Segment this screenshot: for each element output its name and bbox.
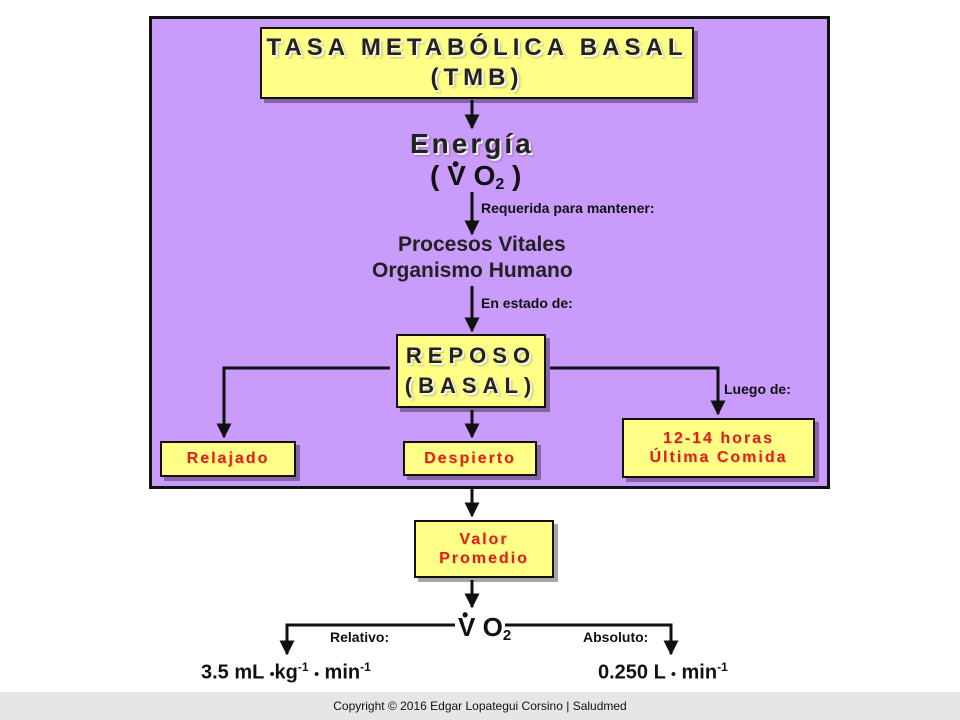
relajado-label: Relajado	[186, 450, 270, 468]
bottom-vo2: • V O2	[458, 605, 512, 644]
valor-box: Valor Promedio	[414, 520, 554, 578]
valor-line1: Valor	[459, 530, 509, 548]
energy-vo2-v-letter: V	[447, 160, 466, 191]
relative-value: 3.5 mL •kg-1 • min-1	[201, 660, 371, 685]
energy-vo2: ( • V O2 )	[430, 154, 522, 194]
relajado-box: Relajado	[160, 441, 296, 477]
vo2-dot-icon: •	[452, 154, 460, 176]
copyright-bar: Copyright © 2016 Edgar Lopategui Corsino…	[0, 692, 960, 720]
relativo-label: Relativo:	[330, 629, 390, 645]
energy-vo2-v: • V	[447, 154, 473, 191]
energy-vo2-o: O	[473, 160, 496, 191]
absoluto-label: Absoluto:	[583, 629, 649, 645]
despierto-label: Despierto	[424, 449, 516, 467]
requerida-label: Requerida para mantener:	[481, 200, 655, 216]
reposo-box: REPOSO (BASAL)	[396, 334, 546, 408]
title-line1: TASA METABÓLICA BASAL	[266, 34, 688, 61]
energy-vo2-sub: 2	[495, 176, 505, 193]
energy-vo2-close: )	[512, 160, 522, 191]
title-box: TASA METABÓLICA BASAL (TMB)	[260, 27, 694, 99]
en-estado-label: En estado de:	[481, 295, 573, 311]
relative-unit3: min	[324, 661, 361, 684]
multiply-dot-icon: •	[671, 665, 676, 682]
reposo-line2: (BASAL)	[404, 373, 538, 398]
relative-exp2: -1	[360, 660, 371, 674]
absolute-value: 0.250 L • min-1	[598, 660, 728, 685]
reposo-line1: REPOSO	[405, 343, 537, 368]
horas-line2: Última Comida	[649, 449, 788, 466]
arrow-vo2-to-absolute	[505, 623, 679, 656]
multiply-dot-icon: •	[314, 665, 319, 682]
bottom-vo2-v: • V	[458, 605, 483, 642]
despierto-box: Despierto	[403, 441, 537, 476]
relative-unit1: mL	[234, 661, 265, 684]
luego-label: Luego de:	[724, 381, 791, 397]
title-line2: (TMB)	[430, 64, 524, 91]
horas-box: 12-14 horas Última Comida	[622, 418, 815, 478]
multiply-dot-icon: •	[269, 665, 275, 682]
valor-line2: Promedio	[439, 550, 529, 567]
copyright-text: Copyright © 2016 Edgar Lopategui Corsino…	[333, 699, 627, 713]
relative-number: 3.5	[201, 661, 229, 684]
absolute-unit1: L	[653, 661, 666, 684]
absolute-number: 0.250	[598, 661, 649, 684]
energy-label: Energía	[410, 128, 534, 159]
vo2-dot-icon: •	[462, 605, 469, 625]
energy-vo2-open: (	[430, 160, 440, 191]
absolute-exp1: -1	[717, 660, 728, 674]
procesos-line1: Procesos Vitales	[398, 233, 566, 256]
bottom-vo2-sub: 2	[502, 627, 512, 644]
arrow-reposo-to-horas	[550, 366, 726, 416]
relative-exp1: -1	[297, 660, 309, 674]
absolute-unit2: min	[681, 661, 718, 684]
arrow-reposo-to-relajado	[216, 366, 390, 439]
relative-unit2: kg	[274, 661, 298, 684]
horas-line1: 12-14 horas	[663, 429, 774, 447]
procesos-line2: Organismo Humano	[372, 259, 573, 282]
bottom-vo2-o: O	[482, 612, 503, 642]
arrow-vo2-to-relative	[279, 623, 455, 656]
bottom-vo2-v-letter: V	[458, 612, 476, 642]
